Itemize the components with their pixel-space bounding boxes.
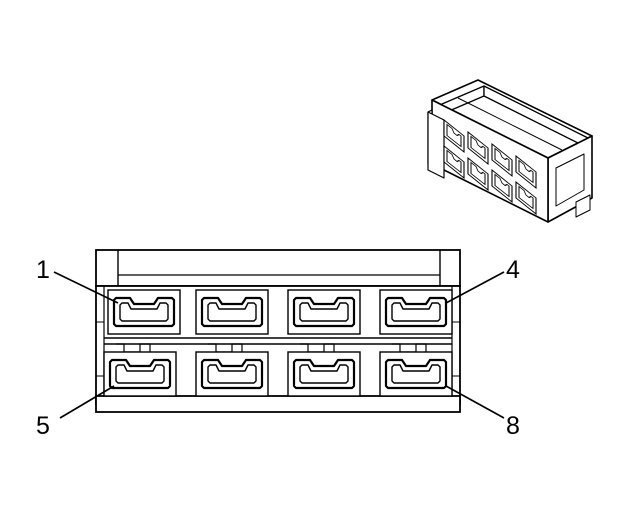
cavity-6 (194, 350, 270, 398)
cavity-1 (106, 288, 182, 336)
pin-label-1: 1 (36, 256, 50, 284)
cavity-5 (102, 350, 178, 398)
pin-label-4: 4 (506, 256, 520, 284)
connector-3d-view (427, 79, 593, 223)
pin-label-8: 8 (506, 412, 520, 440)
leader-pin-4 (445, 271, 505, 304)
pin-label-5: 5 (36, 412, 50, 440)
cavity-2 (194, 288, 270, 336)
leader-pin-5 (59, 385, 115, 419)
cavity-4 (378, 288, 454, 336)
leader-pin-8 (445, 385, 505, 419)
leader-pin-1 (53, 271, 119, 304)
leader-lines (53, 271, 505, 419)
cavity-7 (286, 350, 362, 398)
cavity-3 (286, 288, 362, 336)
cavity-8 (378, 350, 454, 398)
